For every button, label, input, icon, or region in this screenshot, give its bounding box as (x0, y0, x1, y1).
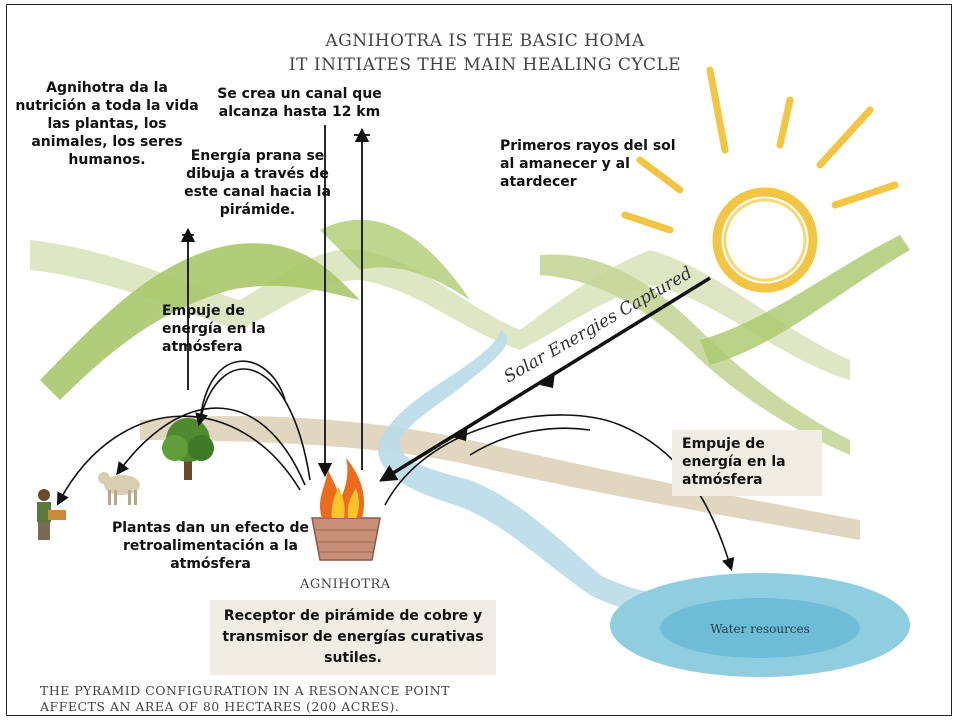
feedback-arcs (56, 360, 311, 506)
channel-arrows (180, 125, 370, 478)
agnihotra-label: AGNIHOTRA (300, 577, 391, 592)
prana-text: Energía prana se dibuja a través de este… (184, 148, 331, 218)
footer-line-1: THE PYRAMID CONFIGURATION IN A RESONANCE… (40, 683, 450, 698)
title-line-2: IT INITIATES THE MAIN HEALING CYCLE (288, 54, 682, 75)
outflow-arcs (384, 414, 735, 572)
tree-icon (162, 418, 214, 480)
hills (30, 219, 910, 540)
river (378, 330, 910, 677)
person-icon (37, 489, 66, 540)
channel-text: Se crea un canal que alcanza hasta 12 km (217, 86, 382, 120)
sun-rays-text: Primeros rayos del sol al amanecer y al … (500, 138, 676, 190)
fire-pyramid-icon (311, 458, 381, 561)
footer-note: THE PYRAMID CONFIGURATION IN A RESONANCE… (40, 683, 450, 716)
sun-icon (621, 66, 899, 293)
plants-feedback-text: Plantas dan un efecto de retroalimentaci… (111, 520, 310, 572)
push-right-text: Empuje de energía en la atmósfera (672, 430, 822, 496)
diagram-title: AGNIHOTRA IS THE BASIC HOMA IT INITIATES… (250, 30, 720, 78)
water-resources-label: Water resources (710, 622, 810, 636)
solar-arrow (379, 276, 711, 482)
footer-line-2: AFFECTS AN AREA OF 80 HECTARES (200 ACRE… (40, 699, 400, 715)
nutrition-text: Agnihotra da la nutrición a toda la vida… (15, 80, 199, 168)
title-line-1: AGNIHOTRA IS THE BASIC HOMA (325, 31, 645, 51)
figure-frame (6, 4, 952, 716)
push-left-text: Empuje de energía en la atmósfera (162, 303, 266, 355)
cow-icon (98, 472, 140, 505)
receptor-text: Receptor de pirámide de cobre y transmis… (210, 600, 496, 675)
